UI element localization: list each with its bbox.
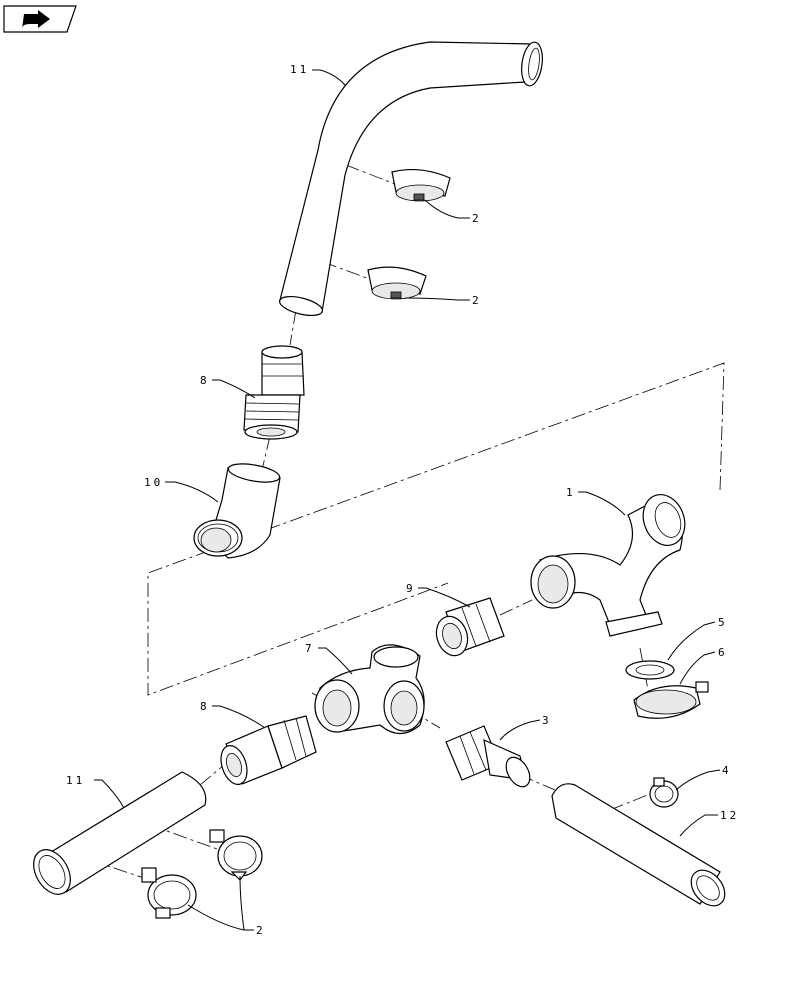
callout-6: 6 (718, 646, 728, 659)
hose-bottom-right (551, 783, 726, 907)
callout-11-top: 11 (290, 63, 309, 76)
y-fitting (530, 494, 686, 637)
coupling-nut (633, 681, 709, 719)
callout-labels: 11 2 2 8 10 1 9 7 5 6 8 3 4 11 12 2 (66, 63, 739, 937)
hose-barb-upper (243, 345, 305, 440)
callout-7: 7 (305, 642, 315, 655)
callout-4: 4 (722, 764, 732, 777)
callout-10: 10 (144, 476, 163, 489)
callout-3: 3 (542, 714, 552, 727)
callout-2-c: 2 (256, 924, 266, 937)
gasket (625, 660, 675, 680)
callout-12: 12 (720, 809, 739, 822)
hose-clamp-small (649, 777, 679, 808)
callout-11-bottom: 11 (66, 774, 85, 787)
hose-top (278, 41, 543, 317)
hex-nipple (435, 597, 505, 657)
tee-fitting (314, 644, 425, 735)
hose-clamp-lower-b (141, 867, 197, 919)
hose-clamp-upper (391, 168, 451, 202)
hose-barb-right (445, 725, 531, 788)
callout-8-top: 8 (200, 374, 210, 387)
elbow-fitting (193, 463, 281, 559)
callout-8-bottom: 8 (200, 700, 210, 713)
hose-clamp-middle (367, 266, 427, 300)
hose-barb-lower (220, 715, 317, 785)
leader-lines (94, 69, 721, 931)
callout-2-a: 2 (472, 212, 482, 225)
callout-9: 9 (406, 582, 416, 595)
return-arrow-icon[interactable] (3, 5, 77, 33)
hose-bottom-left (33, 771, 207, 895)
callout-2-b: 2 (472, 294, 482, 307)
callout-1: 1 (566, 486, 576, 499)
callout-5: 5 (718, 616, 728, 629)
hose-clamp-lower-a (209, 829, 263, 881)
